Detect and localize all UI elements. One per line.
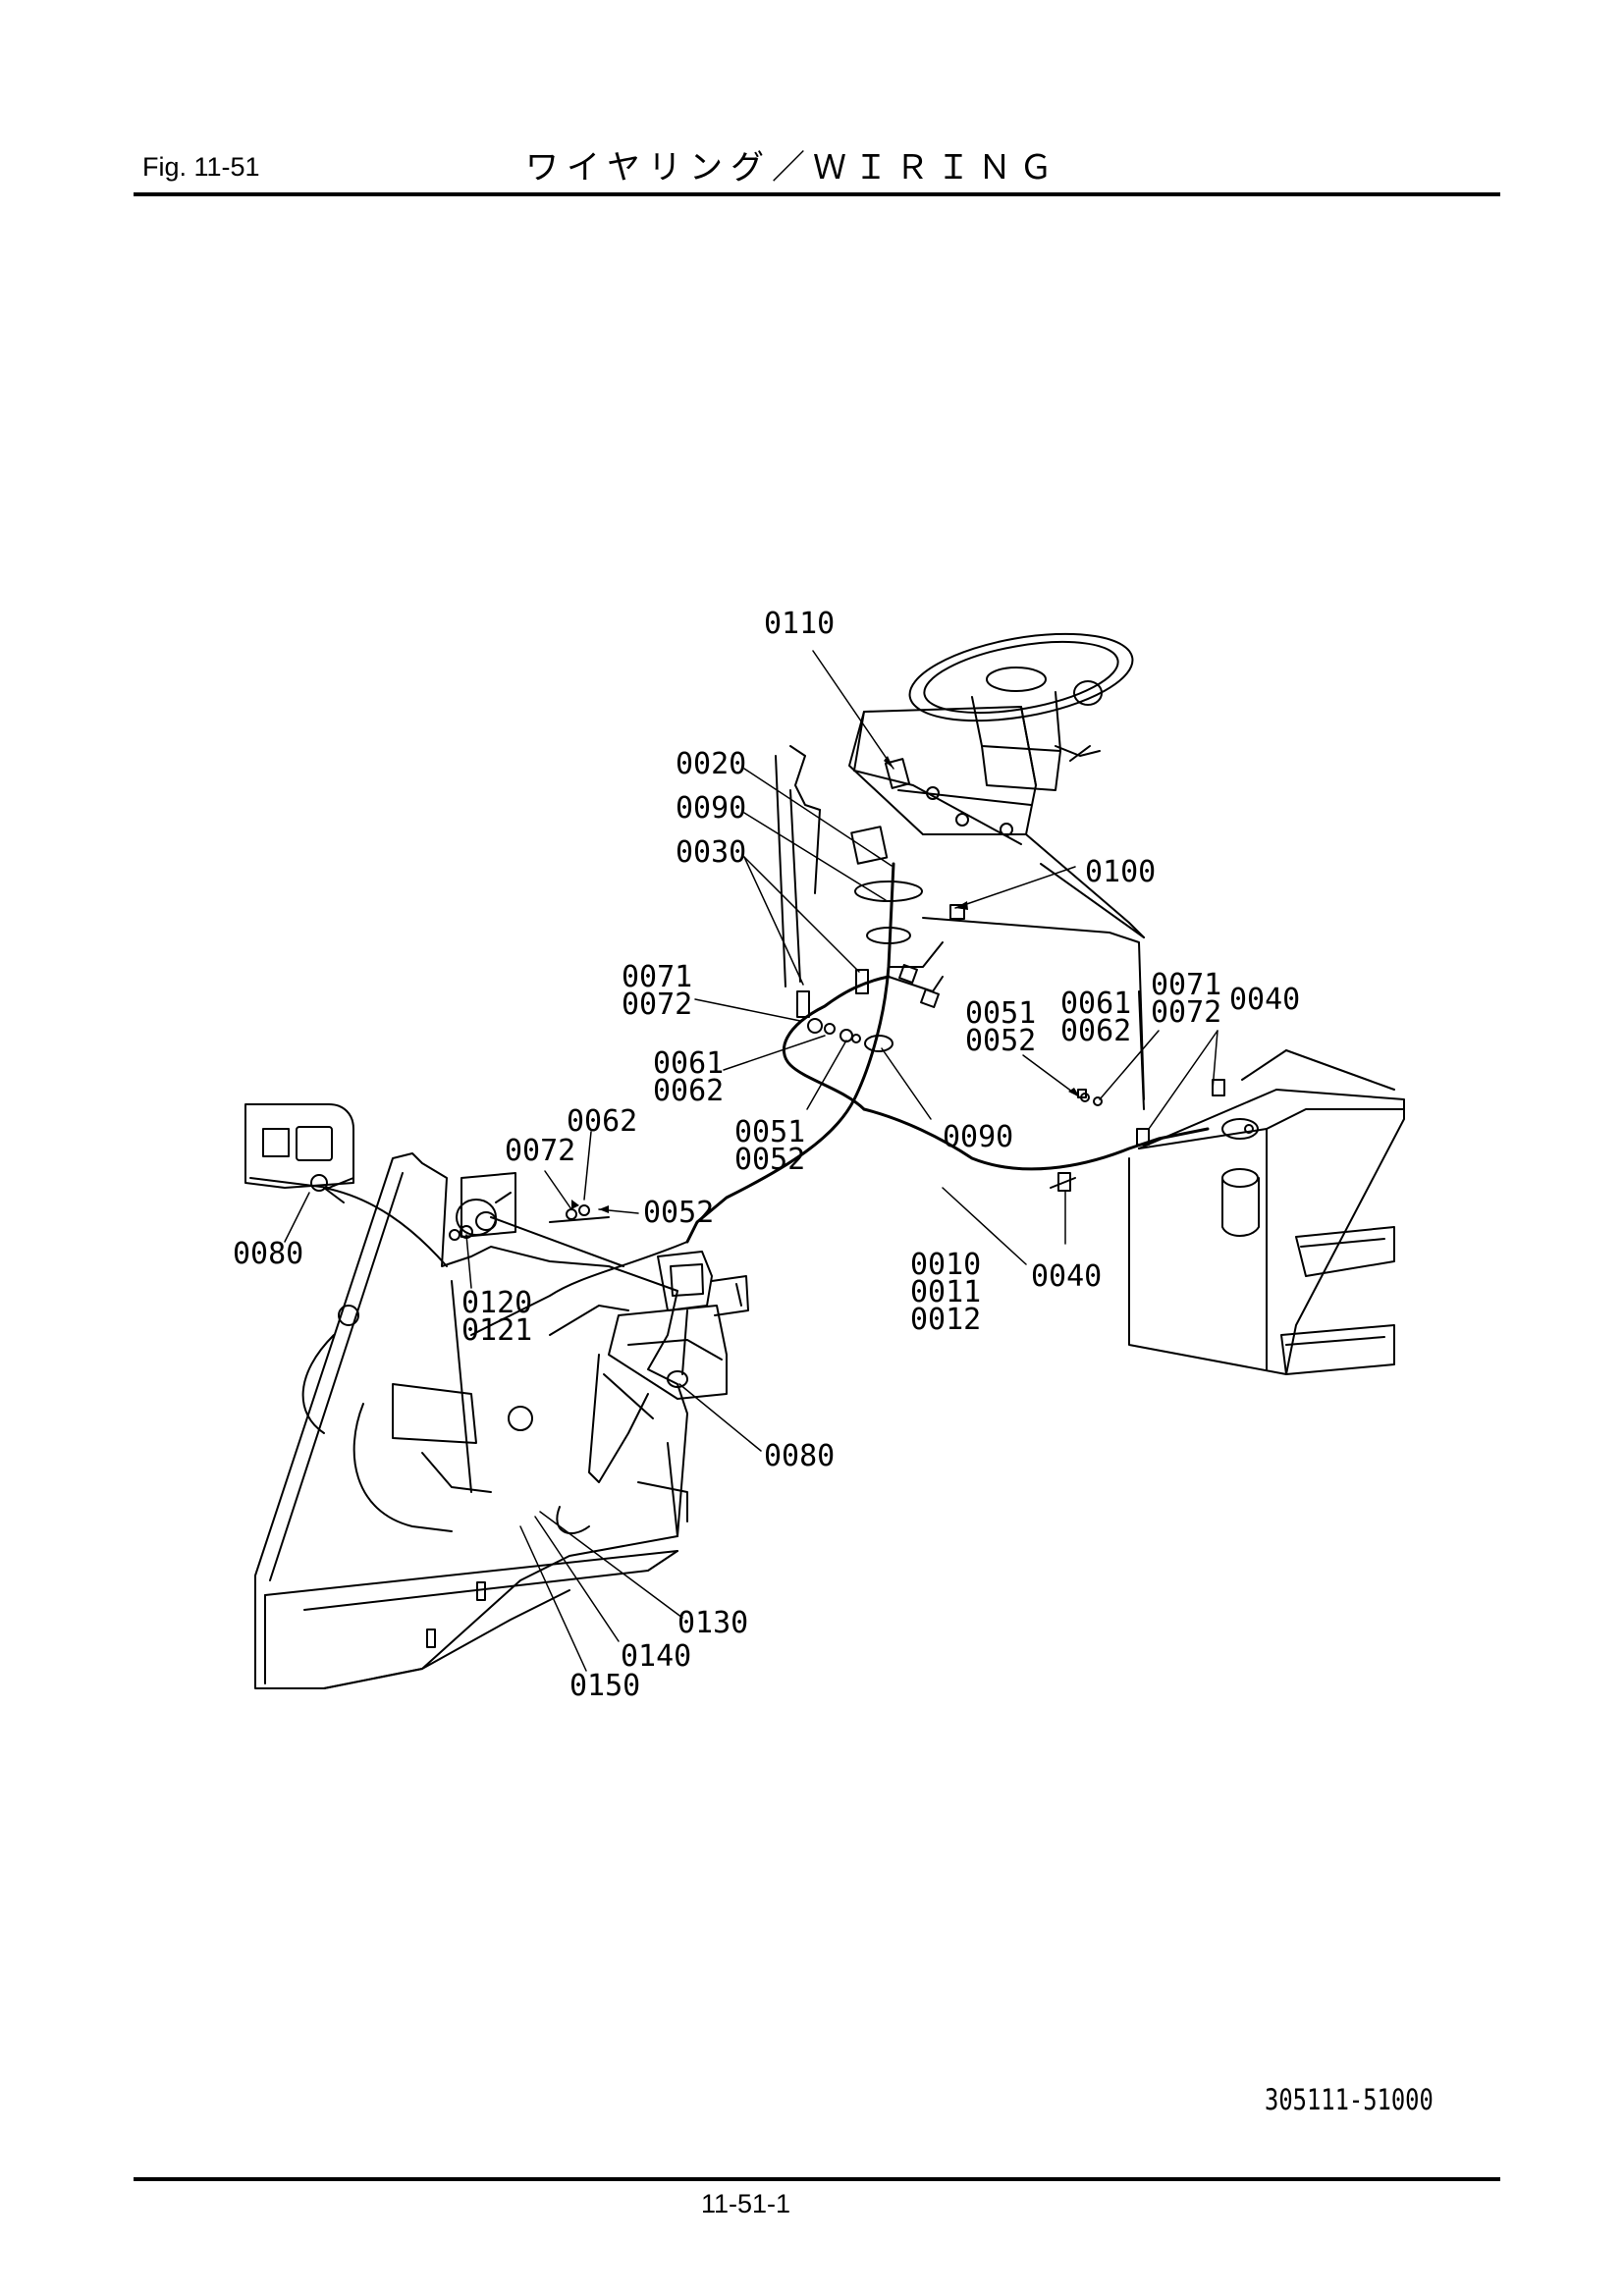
clamp-drawing bbox=[796, 969, 869, 1043]
part-label: 0052 bbox=[965, 1024, 1036, 1058]
document-code: 305111-51000 bbox=[1265, 2083, 1434, 2116]
part-label: 0061 bbox=[653, 1046, 724, 1081]
part-label: 0090 bbox=[943, 1120, 1013, 1154]
part-label: 0012 bbox=[910, 1303, 981, 1337]
part-label: 0110 bbox=[764, 607, 835, 641]
footer-rule bbox=[134, 2177, 1500, 2181]
part-label: 0100 bbox=[1085, 855, 1156, 889]
fender-tank-drawing bbox=[1050, 1049, 1405, 1375]
part-label: 0072 bbox=[1151, 995, 1221, 1030]
part-label: 0062 bbox=[1060, 1014, 1131, 1048]
part-label: 0030 bbox=[676, 835, 746, 870]
part-label: 0072 bbox=[622, 988, 692, 1022]
part-label: 0121 bbox=[461, 1313, 532, 1348]
header-rule bbox=[134, 192, 1500, 196]
part-label: 0130 bbox=[677, 1606, 748, 1640]
steering-column-drawing bbox=[848, 632, 1134, 944]
part-label: 0040 bbox=[1031, 1259, 1102, 1294]
center-work-light-drawing bbox=[549, 1251, 749, 1537]
part-label: 0011 bbox=[910, 1275, 981, 1309]
part-label: 0080 bbox=[233, 1237, 303, 1271]
part-label: 0080 bbox=[764, 1439, 835, 1473]
figure-number: Fig. 11-51 bbox=[142, 152, 260, 182]
part-label: 0061 bbox=[1060, 987, 1131, 1021]
part-label: 0051 bbox=[965, 996, 1036, 1031]
arrowheads bbox=[571, 756, 1080, 1213]
part-label: 0120 bbox=[461, 1286, 532, 1320]
part-label: 0090 bbox=[676, 791, 746, 826]
part-label: 0040 bbox=[1229, 983, 1300, 1017]
part-label: 0072 bbox=[505, 1134, 575, 1168]
part-label: 0052 bbox=[734, 1143, 805, 1177]
leader-lines bbox=[284, 650, 1218, 1672]
loader-frame-drawing bbox=[254, 1152, 688, 1689]
main-harness-drawing bbox=[470, 862, 1210, 1336]
page-title: ワイヤリング／ＷＩＲＩＮＧ bbox=[525, 148, 1060, 187]
part-label: 0052 bbox=[643, 1196, 714, 1230]
part-label: 0062 bbox=[567, 1104, 637, 1139]
cab-panel-drawing bbox=[775, 745, 1145, 1110]
part-label: 0062 bbox=[653, 1074, 724, 1108]
part-label: 0140 bbox=[621, 1639, 691, 1674]
horn-drawing bbox=[449, 1172, 624, 1267]
part-labels: 0110 0020 0090 0030 0100 0071 0072 0061 … bbox=[233, 607, 1300, 1703]
page-number: 11-51-1 bbox=[701, 2189, 791, 2218]
part-label: 0020 bbox=[676, 747, 746, 781]
left-work-light-drawing bbox=[244, 1103, 448, 1267]
part-label: 0150 bbox=[569, 1669, 640, 1703]
part-label: 0071 bbox=[1151, 968, 1221, 1002]
part-label: 0051 bbox=[734, 1115, 805, 1149]
part-label: 0071 bbox=[622, 960, 692, 994]
part-label: 0010 bbox=[910, 1248, 981, 1282]
